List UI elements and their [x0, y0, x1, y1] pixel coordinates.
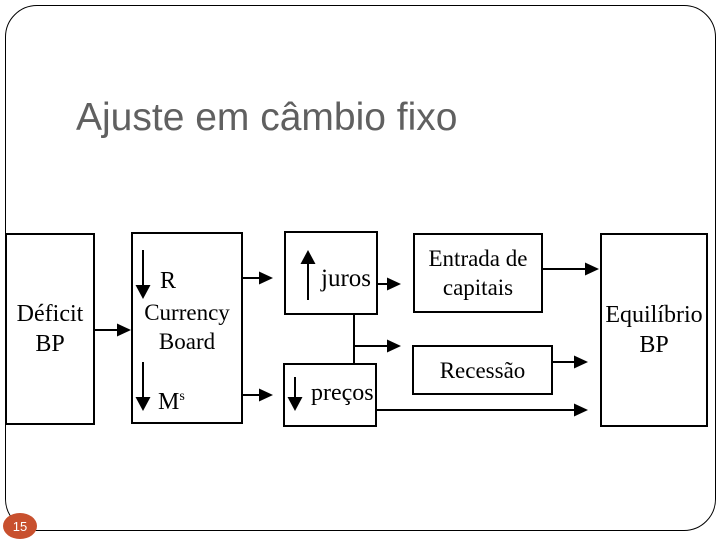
- slide-title: Ajuste em câmbio fixo: [76, 96, 458, 139]
- box-juros: juros: [284, 231, 378, 315]
- deficit-line1: Déficit: [16, 301, 84, 327]
- box-recessao: Recessão: [412, 345, 553, 395]
- precos-label: preços: [311, 380, 374, 406]
- box-deficit-bp: Déficit BP: [5, 233, 95, 425]
- money-supply-superscript: s: [179, 389, 185, 404]
- equilibrio-line2: BP: [639, 332, 669, 358]
- box-currency-board: R Currency Board Ms: [131, 232, 243, 424]
- reserves-symbol: R: [160, 268, 177, 294]
- page-number: 15: [12, 518, 28, 534]
- juros-label: juros: [321, 265, 371, 292]
- entrada-line1: Entrada de: [428, 246, 528, 271]
- currency-line2: Board: [158, 329, 216, 354]
- page-number-badge: 15: [3, 513, 37, 539]
- equilibrio-line1: Equilíbrio: [605, 302, 703, 328]
- currency-line1: Currency: [144, 300, 230, 325]
- money-supply-symbol: Ms: [158, 389, 185, 415]
- entrada-line2: capitais: [442, 275, 514, 300]
- deficit-line2: BP: [35, 331, 65, 357]
- recessao-label: Recessão: [439, 357, 526, 383]
- box-entrada-de-capitais: Entrada de capitais: [413, 233, 543, 313]
- box-precos: preços: [283, 363, 377, 427]
- box-equilibrio-bp: Equilíbrio BP: [600, 233, 708, 427]
